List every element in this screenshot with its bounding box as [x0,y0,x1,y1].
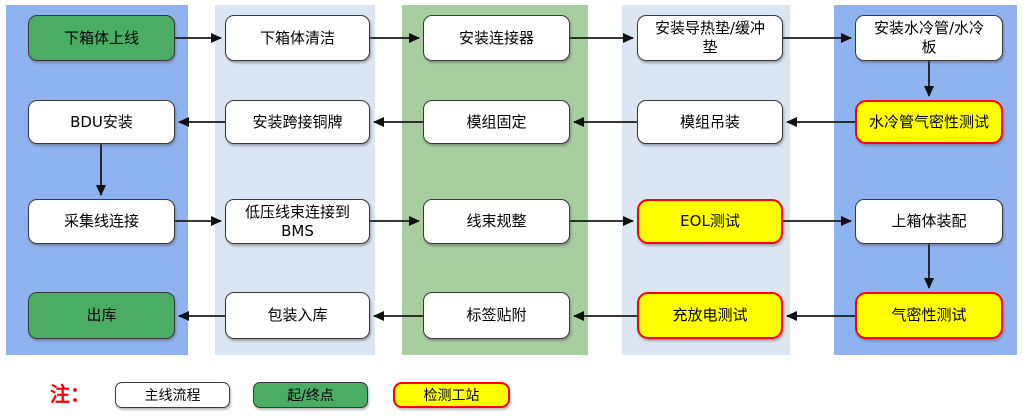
flow-node-pack-warehouse: 包装入库 [225,292,370,339]
flow-node-label-attach: 标签贴附 [423,292,570,339]
flow-node-pipe-leak-test: 水冷管气密性测试 [855,100,1003,144]
flow-node-outbound: 出库 [28,292,175,339]
flow-node-upper-box-assembly: 上箱体装配 [855,199,1003,244]
flow-node-busbar-install: 安装跨接铜牌 [225,100,370,144]
flow-node-harness-tidy: 线束规整 [423,199,570,244]
flow-node-lower-box-online: 下箱体上线 [28,15,175,61]
flow-node-harness-connect: 采集线连接 [28,199,175,244]
flow-node-module-hoist: 模组吊装 [637,100,783,144]
flow-node-airtight-test: 气密性测试 [855,292,1003,339]
legend-test-station: 检测工站 [393,382,510,408]
flow-node-module-fix: 模组固定 [423,100,570,144]
flow-node-install-connector: 安装连接器 [423,15,570,61]
legend: 注： 主线流程 起/终点 检测工站 [0,372,1023,412]
legend-main-process: 主线流程 [115,382,230,408]
flow-node-thermal-pad: 安装导热垫/缓冲 垫 [637,15,783,61]
flow-node-charge-discharge: 充放电测试 [637,292,783,339]
legend-note-label: 注： [50,382,90,406]
legend-start-end: 起/终点 [253,382,368,408]
flow-node-lower-box-clean: 下箱体清洁 [225,15,370,61]
flow-node-lv-harness-bms: 低压线束连接到 BMS [225,199,370,244]
flow-node-bdu-install: BDU安装 [28,100,175,144]
flow-node-water-pipe-install: 安装水冷管/水冷 板 [855,15,1003,61]
flow-node-eol-test: EOL测试 [637,199,783,244]
